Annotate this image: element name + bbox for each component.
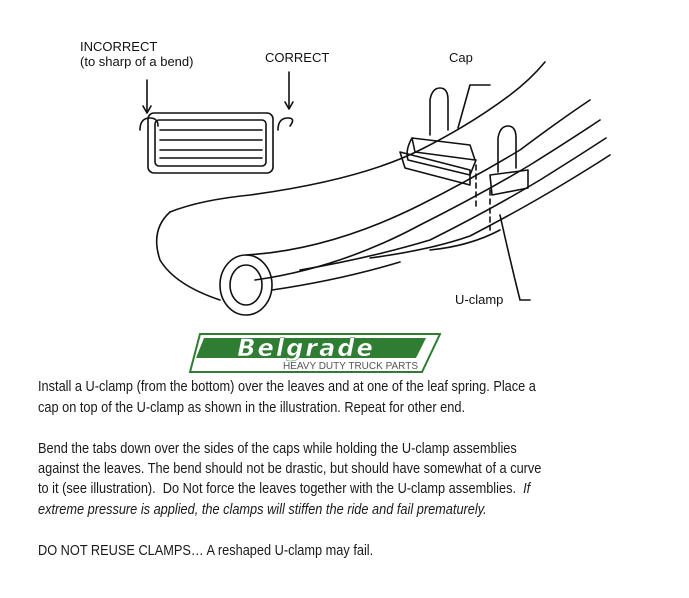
instruction-p1-line1: Install a U-clamp (from the bottom) over… bbox=[38, 379, 536, 395]
cap-label: Cap bbox=[449, 50, 473, 65]
clamp-profile-illustration bbox=[139, 71, 294, 174]
incorrect-note: (to sharp of a bend) bbox=[80, 54, 194, 69]
correct-label: CORRECT bbox=[265, 50, 330, 65]
svg-text:HEAVY DUTY TRUCK PARTS: HEAVY DUTY TRUCK PARTS bbox=[283, 361, 418, 372]
leaf-spring bbox=[155, 61, 611, 316]
p2-italic-start: If bbox=[523, 481, 531, 497]
instruction-p1-line2: cap on top of the U-clamp as shown in th… bbox=[38, 400, 466, 416]
leaf-spring-diagram bbox=[139, 61, 611, 316]
instruction-p2-line1: Bend the tabs down over the sides of the… bbox=[38, 441, 517, 457]
incorrect-label: INCORRECT bbox=[80, 39, 158, 54]
u-clamp-label: U-clamp bbox=[455, 292, 504, 307]
instruction-p2-line4: extreme pressure is applied, the clamps … bbox=[38, 502, 487, 518]
instruction-p2-line2: against the leaves. The bend should not … bbox=[38, 461, 542, 477]
belgrade-logo: Belgrade HEAVY DUTY TRUCK PARTS bbox=[186, 330, 442, 379]
instruction-warning: DO NOT REUSE CLAMPS… A reshaped U-clamp … bbox=[38, 543, 374, 559]
instruction-p2-line3: to it (see illustration). Do Not force t… bbox=[38, 481, 530, 497]
p2-line3-text: to it (see illustration). Do Not force t… bbox=[38, 481, 524, 497]
svg-text:Belgrade: Belgrade bbox=[237, 334, 374, 362]
u-clamp-and-cap bbox=[399, 84, 531, 301]
